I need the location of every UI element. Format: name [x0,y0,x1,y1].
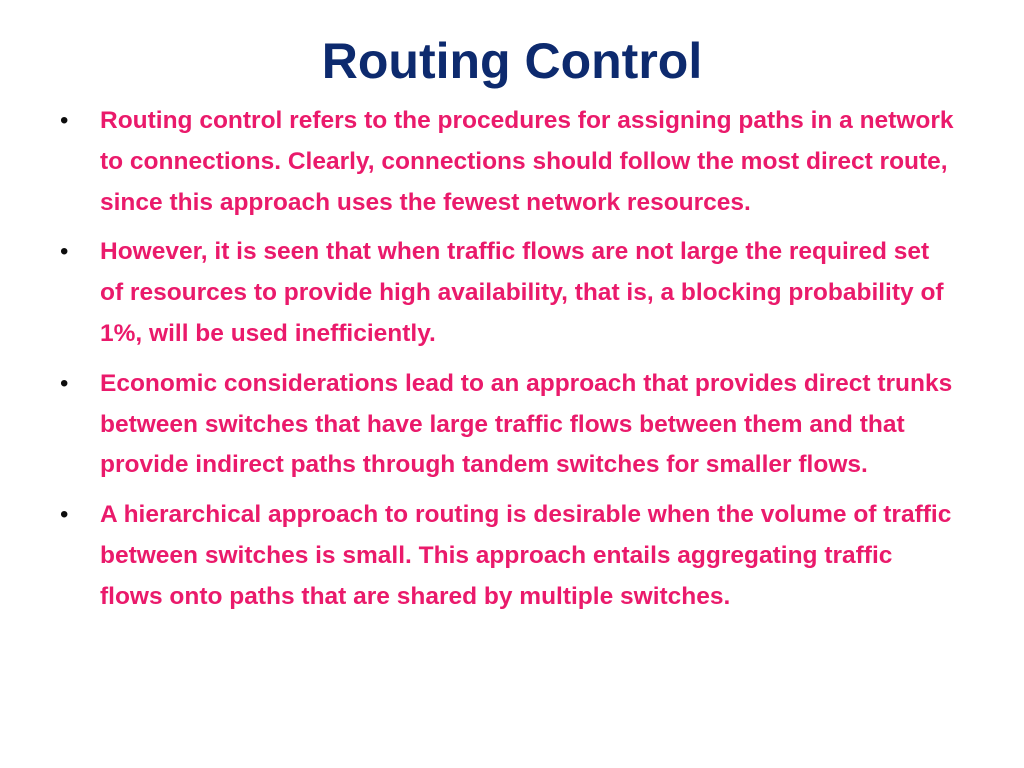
slide-title: Routing Control [321,33,703,89]
bullet-item: • However, it is seen that when traffic … [56,232,956,354]
bullet-text: A hierarchical approach to routing is de… [100,501,952,610]
bullet-list: • Routing control refers to the procedur… [56,101,956,627]
bullet-item: • Economic considerations lead to an app… [56,364,956,486]
bullet-text: Economic considerations lead to an appro… [100,369,953,479]
bullet-item: • A hierarchical approach to routing is … [56,495,956,617]
bullet-text: Routing control refers to the procedures… [100,107,954,216]
bullet-marker: • [60,501,69,529]
bullet-text: However, it is seen that when traffic fl… [100,238,944,347]
bullet-item: • Routing control refers to the procedur… [56,101,956,223]
bullet-marker: • [60,369,69,397]
bullet-marker: • [60,238,69,266]
bullet-marker: • [60,107,69,134]
